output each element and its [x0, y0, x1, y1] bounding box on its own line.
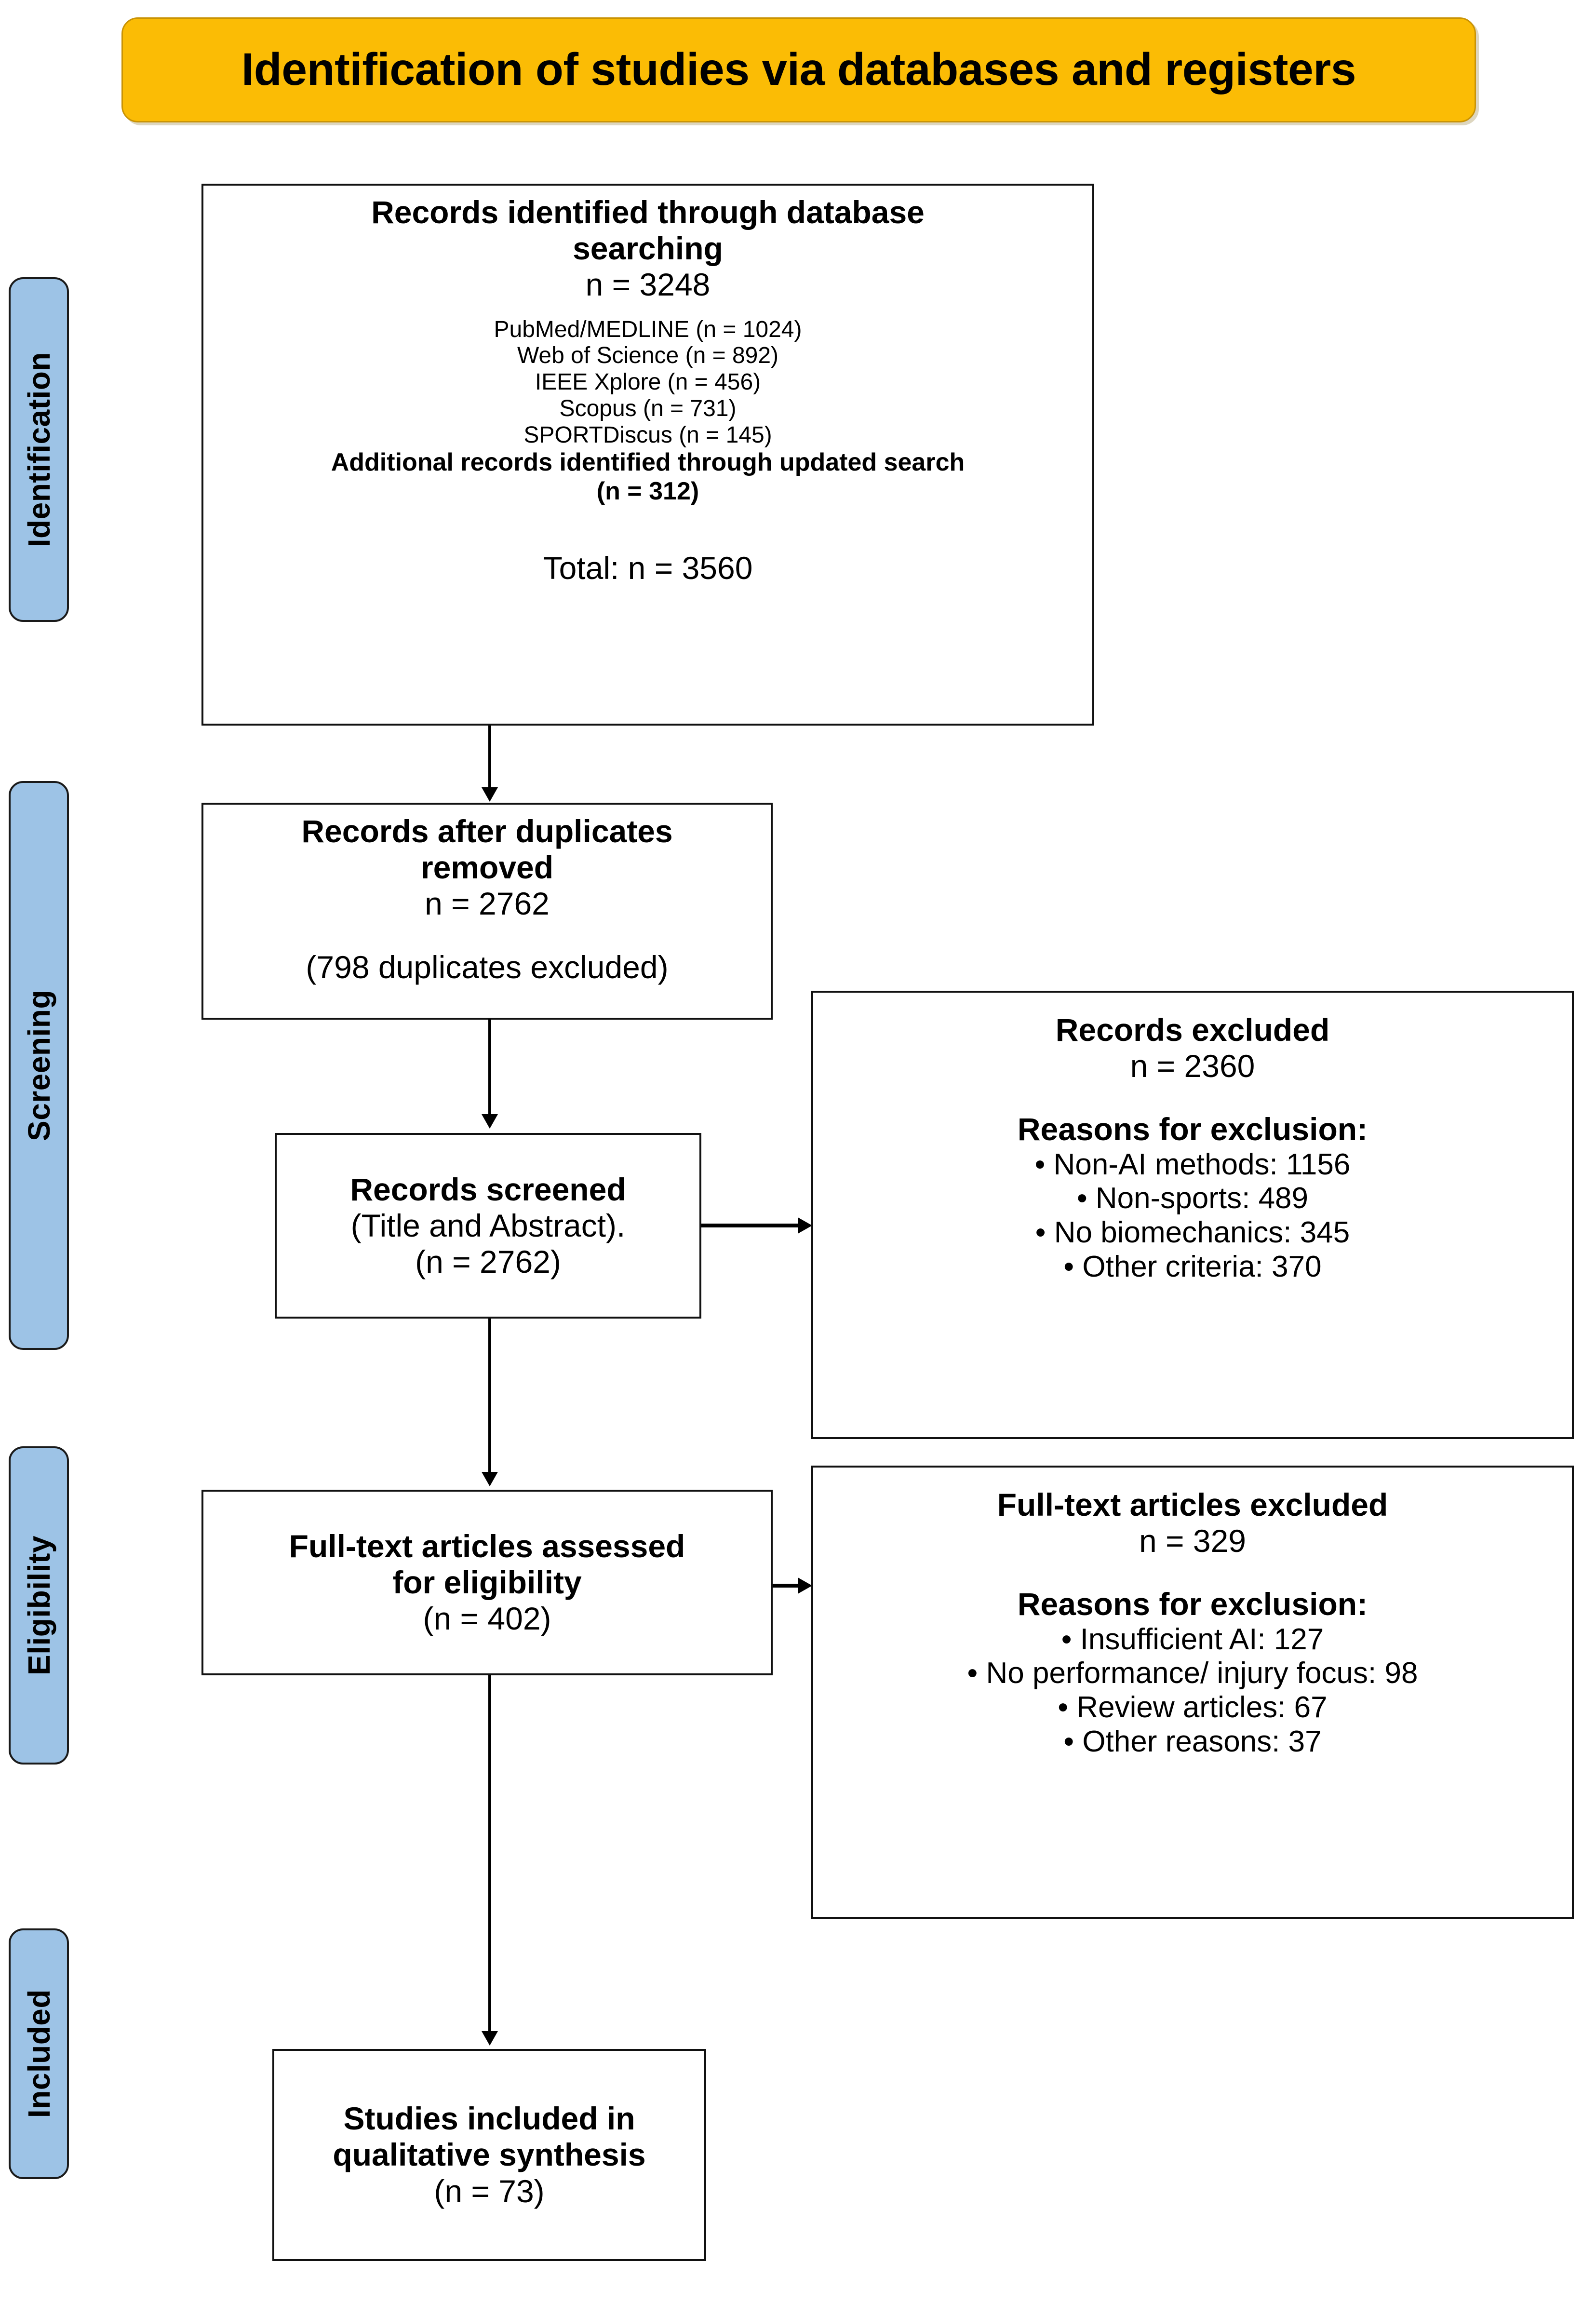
spacer: [210, 506, 1086, 550]
box-studies-included: Studies included in qualitative synthesi…: [272, 2049, 706, 2261]
stage-pill-screening: Screening: [9, 781, 69, 1350]
source-sportdiscus: SPORTDiscus (n = 145): [523, 422, 772, 448]
connector-screened-to-fulltext: [488, 1319, 491, 1473]
fulltext-assessed-heading-line1: Full-text articles assessed: [289, 1528, 685, 1564]
records-excluded-count: n = 2360: [1130, 1048, 1255, 1084]
records-excluded-heading: Records excluded: [1055, 1012, 1330, 1048]
arrow-duplicates-to-screened: [482, 1114, 498, 1129]
stage-pill-identification: Identification: [9, 277, 69, 622]
box-records-screened: Records screened (Title and Abstract). (…: [275, 1133, 701, 1319]
spacer: [820, 1084, 1565, 1111]
fulltext-excluded-reason-other-reasons: • Other reasons: 37: [1063, 1724, 1322, 1758]
box-records-excluded: Records excluded n = 2360 Reasons for ex…: [811, 991, 1574, 1439]
fulltext-assessed-count: (n = 402): [423, 1601, 551, 1637]
records-identified-heading-line2: searching: [573, 230, 723, 267]
records-identified-total: Total: n = 3560: [543, 550, 753, 586]
box-fulltext-excluded: Full-text articles excluded n = 329 Reas…: [811, 1466, 1574, 1919]
connector-fulltext-to-excluded: [773, 1584, 800, 1588]
connector-fulltext-to-included: [488, 1675, 491, 2032]
spacer: [210, 303, 1086, 317]
page-title: Identification of studies via databases …: [241, 44, 1356, 95]
stage-label-included: Included: [21, 1989, 56, 2118]
spacer: [820, 1559, 1565, 1586]
fulltext-excluded-reason-review-articles: • Review articles: 67: [1058, 1691, 1328, 1724]
studies-included-heading-line2: qualitative synthesis: [333, 2137, 646, 2173]
box-records-after-duplicates: Records after duplicates removed n = 276…: [201, 803, 773, 1020]
after-duplicates-heading-line2: removed: [420, 849, 554, 886]
stage-label-screening: Screening: [21, 990, 56, 1141]
records-screened-heading: Records screened: [350, 1171, 626, 1207]
records-screened-subtitle: (Title and Abstract).: [350, 1207, 626, 1243]
fulltext-excluded-count: n = 329: [1139, 1523, 1247, 1559]
records-identified-heading-line1: Records identified through database: [371, 194, 925, 230]
records-excluded-reason-other-criteria: • Other criteria: 370: [1063, 1250, 1322, 1283]
records-identified-count: n = 3248: [585, 267, 711, 303]
fulltext-excluded-heading: Full-text articles excluded: [997, 1487, 1388, 1522]
studies-included-count: (n = 73): [434, 2173, 545, 2209]
arrow-fulltext-to-included: [482, 2031, 498, 2046]
stage-label-identification: Identification: [21, 351, 56, 548]
additional-records-line2: (n = 312): [596, 477, 699, 505]
records-excluded-reason-non-ai: • Non-AI methods: 1156: [1034, 1147, 1351, 1181]
records-excluded-reason-no-biomechanics: • No biomechanics: 345: [1035, 1216, 1350, 1250]
stage-label-eligibility: Eligibility: [21, 1536, 56, 1675]
records-excluded-reason-non-sports: • Non-sports: 489: [1076, 1182, 1309, 1215]
fulltext-excluded-reason-no-performance-focus: • No performance/ injury focus: 98: [967, 1657, 1418, 1690]
connector-identified-to-duplicates: [488, 726, 491, 788]
fulltext-excluded-reasons-heading: Reasons for exclusion:: [1017, 1586, 1368, 1622]
stage-pill-included: Included: [9, 1928, 69, 2179]
fulltext-assessed-heading-line2: for eligibility: [392, 1564, 582, 1600]
arrow-screened-to-excluded: [798, 1217, 812, 1234]
records-excluded-reasons-heading: Reasons for exclusion:: [1017, 1111, 1368, 1147]
box-fulltext-assessed: Full-text articles assessed for eligibil…: [201, 1490, 773, 1675]
source-pubmed: PubMed/MEDLINE (n = 1024): [494, 316, 802, 342]
stage-pill-eligibility: Eligibility: [9, 1446, 69, 1765]
additional-records-line1: Additional records identified through up…: [331, 448, 965, 477]
after-duplicates-count: n = 2762: [425, 886, 550, 922]
diagram-title-banner: Identification of studies via databases …: [121, 17, 1476, 122]
connector-screened-to-excluded: [701, 1224, 800, 1227]
records-screened-count: (n = 2762): [415, 1244, 561, 1280]
studies-included-heading-line1: Studies included in: [343, 2101, 635, 2137]
after-duplicates-note: (798 duplicates excluded): [306, 949, 669, 985]
spacer: [210, 922, 764, 949]
fulltext-excluded-reason-insufficient-ai: • Insufficient AI: 127: [1061, 1622, 1324, 1656]
source-ieee-xplore: IEEE Xplore (n = 456): [535, 369, 761, 395]
after-duplicates-heading-line1: Records after duplicates: [301, 813, 673, 849]
arrow-screened-to-fulltext: [482, 1472, 498, 1486]
box-records-identified: Records identified through database sear…: [201, 184, 1094, 726]
source-web-of-science: Web of Science (n = 892): [517, 343, 779, 369]
connector-duplicates-to-screened: [488, 1019, 491, 1115]
arrow-identified-to-duplicates: [482, 787, 498, 802]
arrow-fulltext-to-excluded: [798, 1577, 812, 1594]
source-scopus: Scopus (n = 731): [559, 395, 737, 421]
